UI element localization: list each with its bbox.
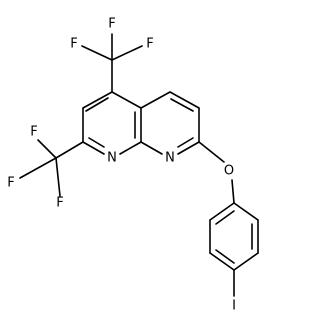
bond-ph-4-5 <box>209 252 235 271</box>
atom-f-bottom: F <box>56 196 63 211</box>
atom-labels: F F F F F F N N O I <box>7 17 236 314</box>
atom-n-left: N <box>107 151 117 166</box>
bond-c2-n1 <box>82 141 105 155</box>
bond-n2-c8a <box>140 141 163 155</box>
atom-f-upper-right: F <box>146 37 153 52</box>
bond-c5-c6 <box>169 91 200 109</box>
bond-cf3b-f-left <box>19 157 57 179</box>
bond-c4-c3 <box>82 91 113 109</box>
bond-ph-1-2 <box>233 202 259 221</box>
bond-c7-n2 <box>177 141 200 155</box>
bond-ph-6-1-double <box>215 210 235 225</box>
bond-cf3b-f-top <box>37 139 57 159</box>
bond-cf3b-f-bottom <box>55 157 61 197</box>
bond-cf3-f-left <box>81 45 113 61</box>
bonds <box>19 33 259 297</box>
molecule-drawing: F F F F F F N N O I <box>7 17 259 314</box>
structure-diagram: F F F F F F N N O I <box>7 17 259 314</box>
atom-o: O <box>224 164 234 179</box>
bond-c7-o <box>198 141 225 163</box>
bond-c4a-c5 <box>140 91 171 109</box>
bond-n1-c8a <box>119 141 142 155</box>
bond-cf3-f-right <box>111 45 143 61</box>
bond-c2-n1-double <box>88 137 105 148</box>
atom-f-upper-left: F <box>70 37 77 52</box>
atom-f-left: F <box>7 176 14 191</box>
bond-c5-c6-double <box>170 98 194 112</box>
bond-c4-c3-double <box>85 97 109 112</box>
bond-c4a-c4 <box>111 91 142 109</box>
bond-ph-4-5-double <box>215 249 235 264</box>
bond-ph-6-1 <box>209 202 235 221</box>
bond-c7-n2-double <box>177 137 194 148</box>
atom-i: I <box>232 299 236 314</box>
bond-ph-3-4 <box>233 252 259 271</box>
atom-f-middle: F <box>30 125 37 140</box>
atom-f-top: F <box>108 17 115 32</box>
bond-o-ph <box>231 179 235 204</box>
bond-c2-cf3 <box>55 141 84 159</box>
atom-n-right: N <box>165 151 175 166</box>
